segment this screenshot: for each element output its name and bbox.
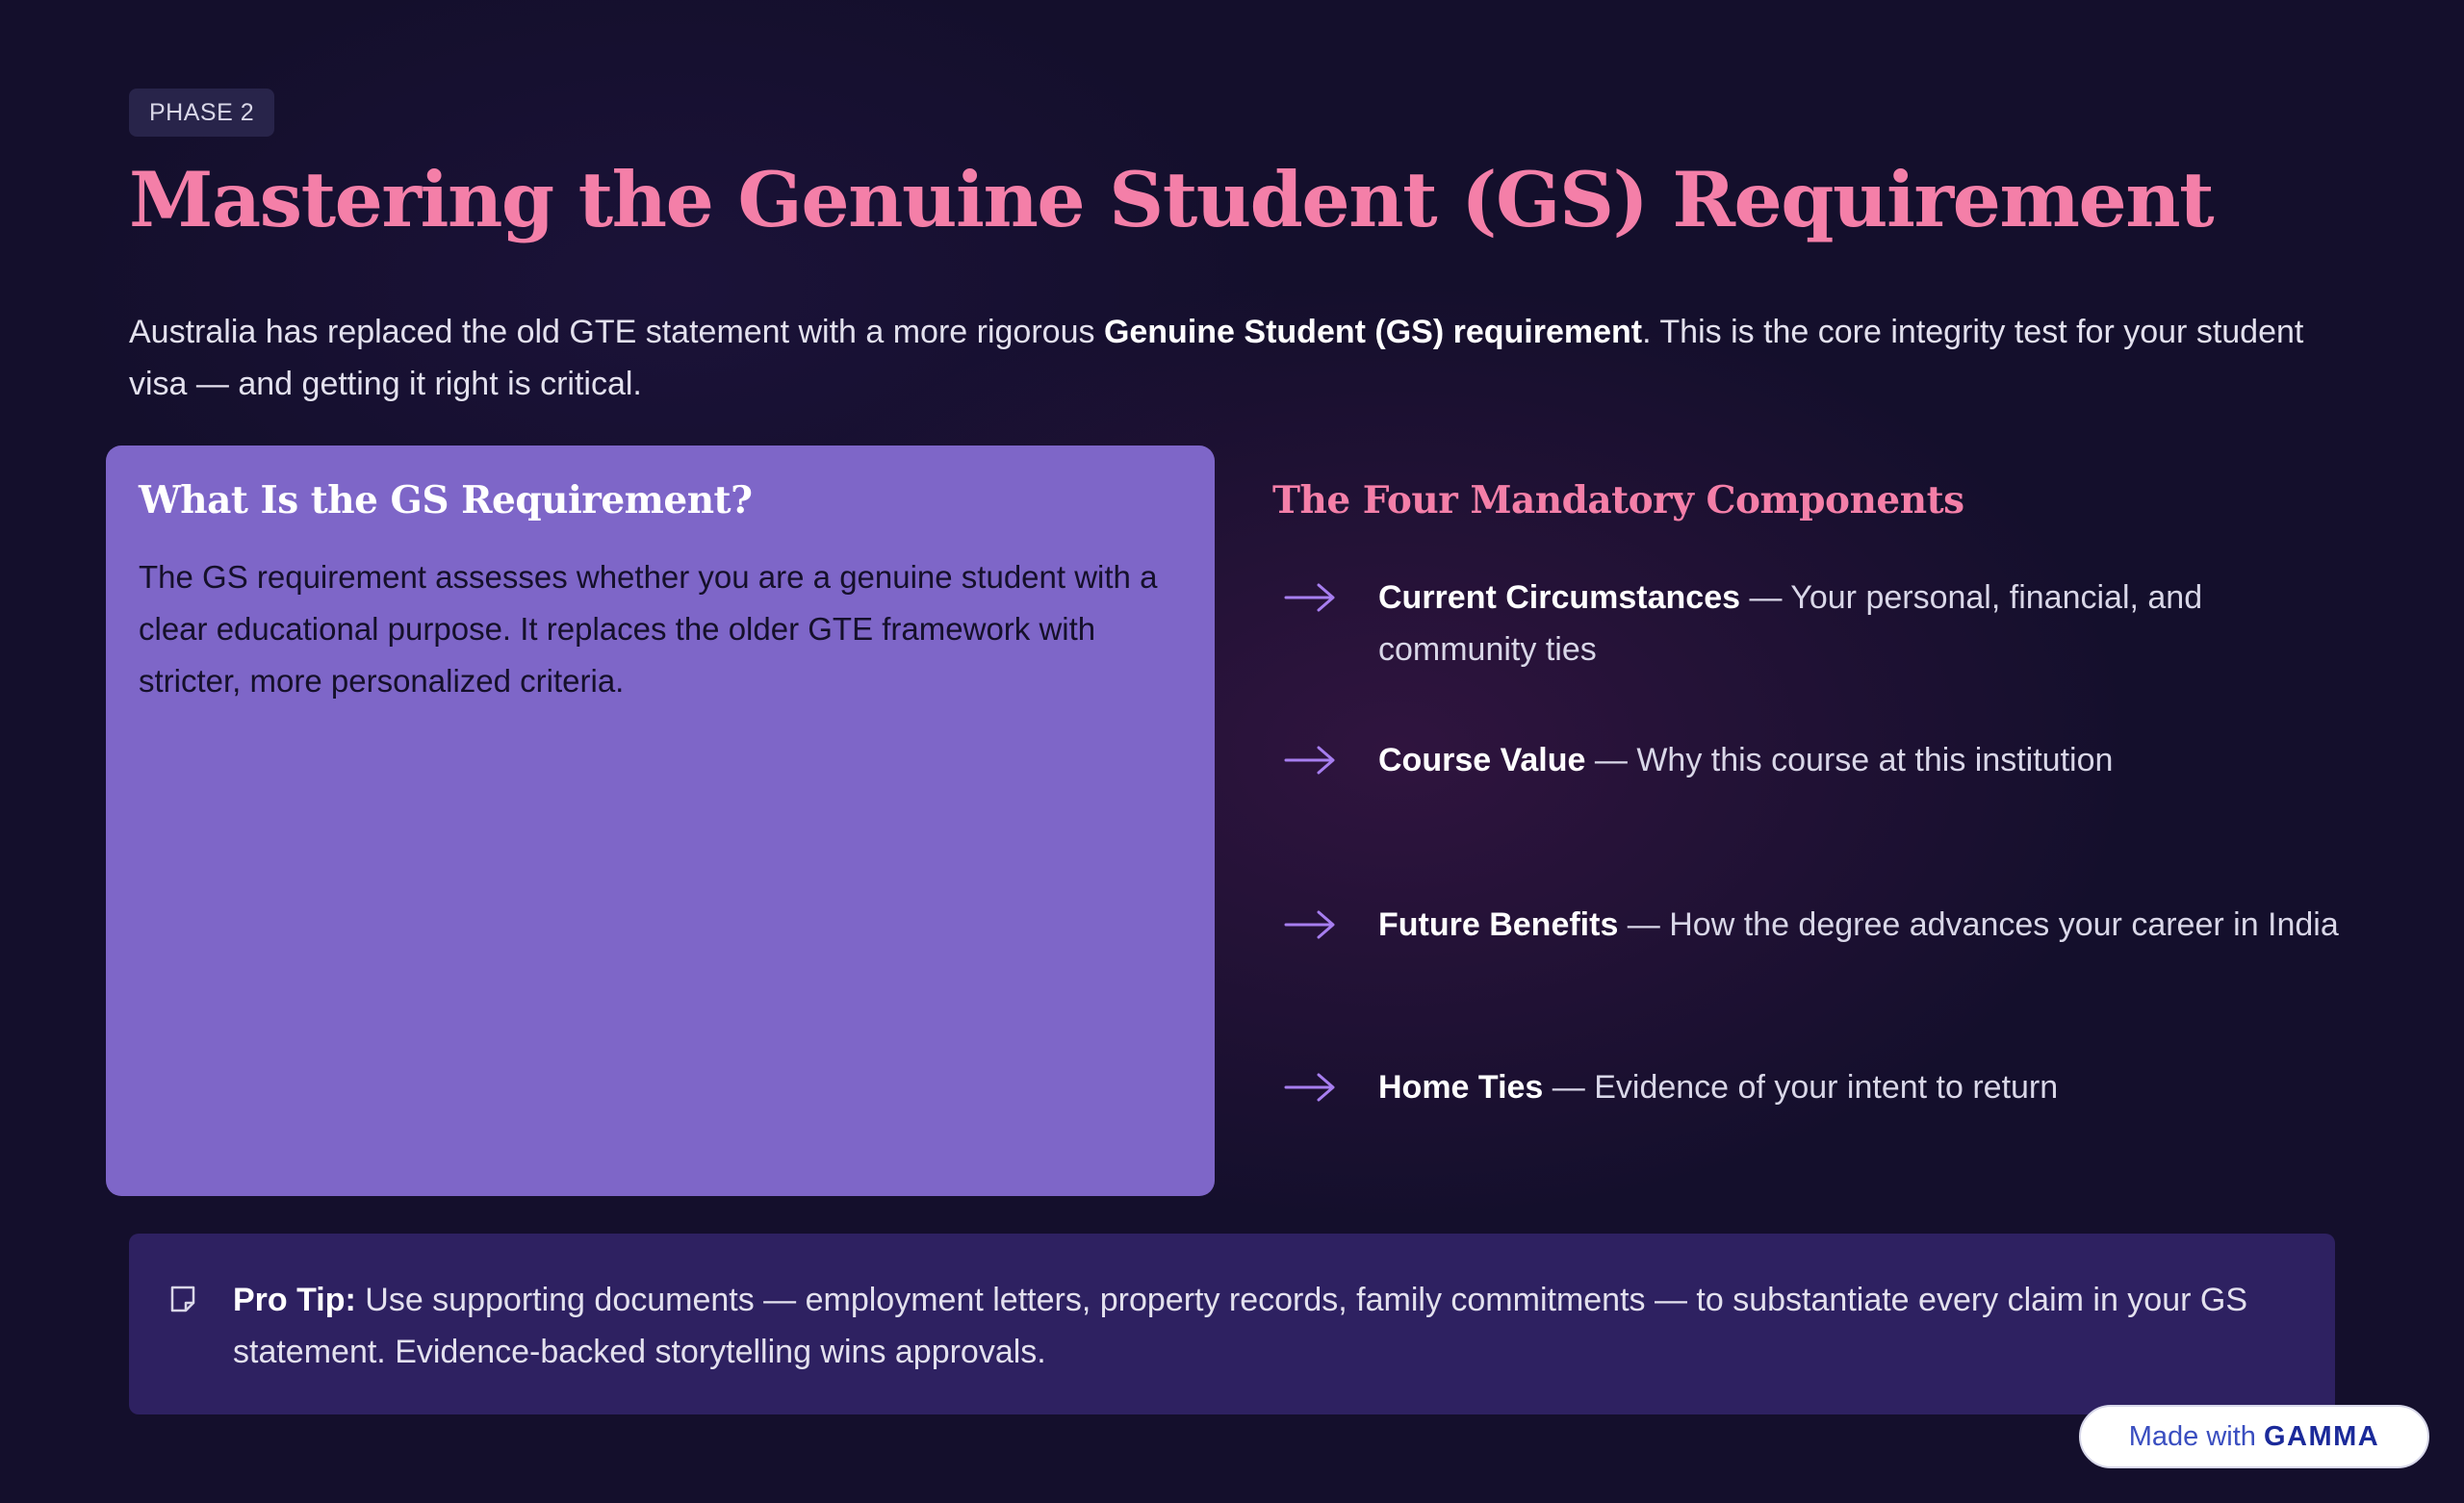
intro-highlight: Genuine Student (GS) requirement — [1103, 314, 1643, 350]
intro-text-end: . This is the core integrity test for yo… — [129, 314, 2304, 402]
made-with-gamma-badge[interactable]: Made with GAMMA — [2079, 1405, 2429, 1468]
component-title: Current Circumstances — [1378, 579, 1741, 616]
gamma-logo: GAMMA — [2263, 1421, 2380, 1452]
pro-tip-text: Pro Tip: Use supporting documents — empl… — [233, 1274, 2302, 1378]
component-description: — How the degree advances your career in… — [1618, 906, 2339, 943]
pro-tip-body: Use supporting documents — employment le… — [233, 1282, 2248, 1370]
pro-tip-label: Pro Tip: — [233, 1282, 356, 1318]
gs-card-heading: What Is the GS Requirement? — [139, 478, 753, 522]
component-text: Course Value — Why this course at this i… — [1378, 734, 2360, 786]
component-text: Home Ties — Evidence of your intent to r… — [1378, 1061, 2360, 1113]
arrow-right-icon — [1284, 910, 1335, 939]
component-title: Future Benefits — [1378, 906, 1619, 943]
component-text: Future Benefits — How the degree advance… — [1378, 899, 2360, 951]
pro-tip-box: Pro Tip: Use supporting documents — empl… — [129, 1234, 2335, 1414]
gs-definition-card: What Is the GS Requirement? The GS requi… — [106, 446, 1215, 1196]
component-description: — Why this course at this institution — [1585, 742, 2114, 778]
intro-paragraph: Australia has replaced the old GTE state… — [129, 306, 2343, 410]
component-description: — Your personal, financial, and communit… — [1378, 579, 2203, 668]
gs-card-body: The GS requirement assesses whether you … — [139, 559, 1158, 699]
component-text: Current Circumstances — Your personal, f… — [1378, 572, 2360, 675]
arrow-right-icon — [1284, 746, 1335, 775]
note-icon — [170, 1286, 195, 1312]
component-description: — Evidence of your intent to return — [1543, 1069, 2059, 1106]
page-title: Mastering the Genuine Student (GS) Requi… — [129, 155, 2215, 244]
components-heading: The Four Mandatory Components — [1272, 478, 1964, 522]
phase-badge: PHASE 2 — [129, 89, 275, 137]
badge-prefix: Made with — [2128, 1421, 2264, 1452]
component-title: Course Value — [1378, 742, 1586, 778]
component-title: Home Ties — [1378, 1069, 1544, 1106]
arrow-right-icon — [1284, 583, 1335, 612]
arrow-right-icon — [1284, 1073, 1335, 1102]
intro-text-start: Australia has replaced the old GTE state… — [129, 314, 1104, 350]
